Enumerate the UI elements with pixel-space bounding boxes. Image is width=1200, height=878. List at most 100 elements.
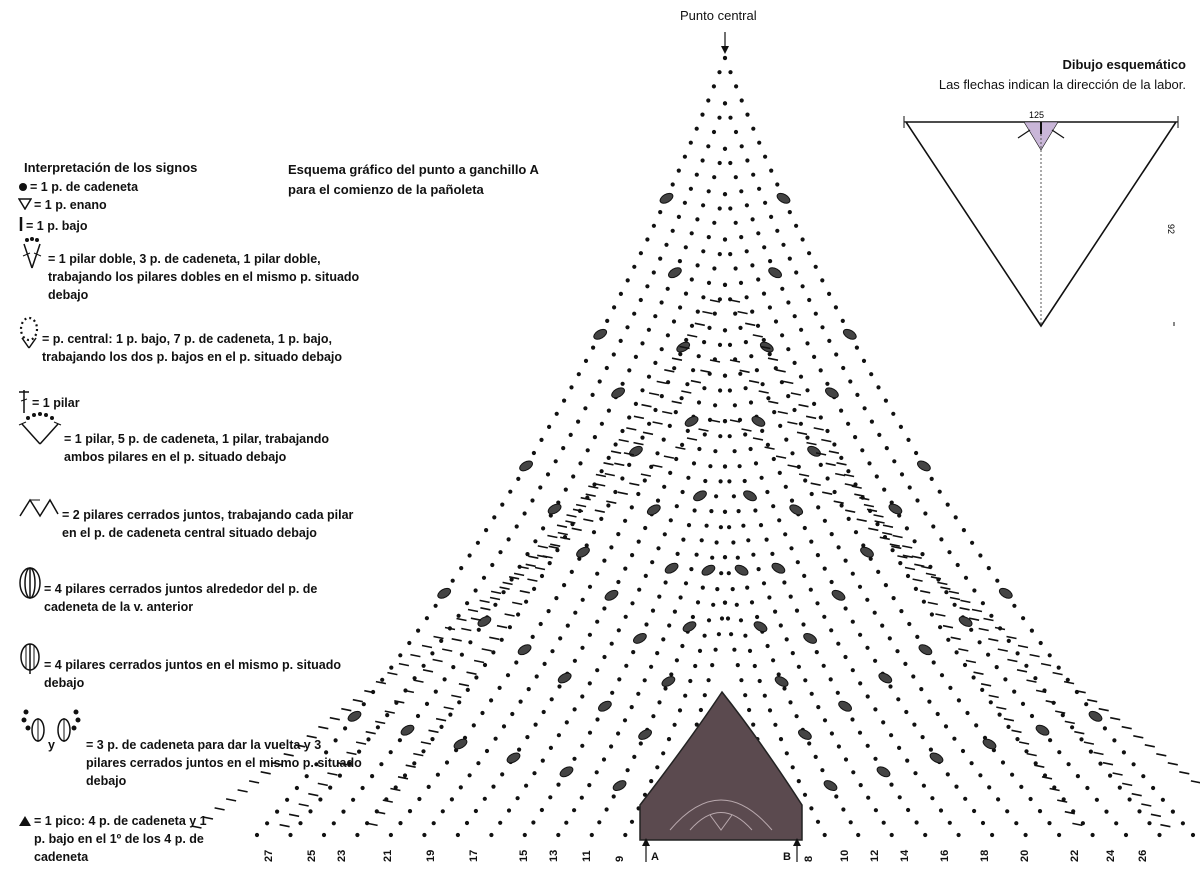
- chain-dot: [542, 661, 547, 667]
- chain-dot: [761, 291, 767, 296]
- stitch-mark: [821, 438, 832, 443]
- stitch-mark: [537, 554, 548, 559]
- chain-dot: [873, 808, 879, 813]
- stitch-mark: [470, 617, 482, 621]
- chain-dot: [629, 819, 635, 824]
- stitch-mark: [557, 531, 568, 536]
- chain-dot: [786, 347, 791, 352]
- stitch-mark: [768, 400, 779, 405]
- chain-dot: [629, 505, 634, 510]
- stitch-mark: [352, 698, 363, 703]
- chain-dot: [743, 432, 748, 437]
- chain-dot: [667, 423, 672, 428]
- stitch-mark: [422, 669, 434, 673]
- chain-dot: [962, 662, 968, 668]
- chain-dot: [576, 419, 581, 424]
- stitch-mark: [298, 803, 309, 807]
- chain-dot: [636, 691, 641, 696]
- stitch-mark: [882, 531, 893, 536]
- chain-dot: [555, 548, 560, 553]
- chain-dot: [456, 613, 461, 618]
- stitch-mark: [1045, 700, 1056, 704]
- chain-dot: [799, 327, 804, 332]
- row-number-label: 20: [1019, 850, 1031, 862]
- stitch-mark: [914, 563, 925, 568]
- chain-dot: [265, 821, 270, 826]
- stitch-mark: [889, 543, 900, 547]
- chain-dot: [876, 385, 881, 390]
- stitch-mark: [927, 601, 938, 606]
- start-b-label: B: [783, 851, 791, 863]
- stitch-mark: [508, 576, 520, 580]
- chain-dot: [688, 678, 693, 684]
- cluster-mark: [437, 587, 452, 599]
- chain-dot: [663, 686, 668, 691]
- chain-dot: [755, 614, 760, 620]
- chain-dot: [1108, 773, 1113, 778]
- chain-dot: [761, 581, 767, 586]
- chain-dot: [938, 808, 944, 813]
- chain-dot: [524, 599, 529, 604]
- stitch-mark: [480, 607, 491, 611]
- stitch-mark: [868, 527, 879, 532]
- chain-dot: [751, 126, 756, 131]
- stitch-mark: [745, 322, 756, 327]
- chain-dot: [881, 820, 886, 825]
- chain-dot: [802, 525, 807, 531]
- chain-dot: [465, 687, 470, 693]
- chain-dot: [776, 672, 781, 677]
- stitch-mark: [550, 543, 561, 547]
- chain-dot: [690, 614, 696, 620]
- chain-dot: [821, 663, 826, 668]
- stitch-mark: [1141, 803, 1152, 807]
- chain-dot: [947, 820, 952, 825]
- chain-dot: [738, 618, 744, 623]
- chain-dot: [756, 277, 761, 282]
- chain-dot: [506, 537, 511, 542]
- chain-dot: [1057, 832, 1062, 838]
- chain-dot: [727, 479, 732, 484]
- chain-dot: [939, 673, 945, 678]
- chain-dot: [812, 354, 817, 359]
- chain-dot: [952, 602, 957, 607]
- stitch-mark: [1110, 716, 1121, 721]
- chain-dot: [547, 424, 552, 429]
- chain-dot: [920, 552, 925, 557]
- stitch-mark: [451, 638, 462, 642]
- stitch-mark: [571, 527, 582, 532]
- chain-dot: [638, 251, 644, 256]
- chain-dot: [947, 550, 952, 555]
- chain-dot: [361, 702, 366, 707]
- stitch-mark: [1006, 635, 1017, 640]
- chain-dot: [471, 723, 476, 728]
- start-a-marker: A: [642, 838, 659, 863]
- stitch-mark: [451, 694, 462, 699]
- chain-dot: [501, 724, 507, 729]
- chain-dot: [904, 526, 910, 531]
- chain-dot: [651, 714, 656, 719]
- cluster-mark: [982, 738, 997, 750]
- chain-dot: [1137, 809, 1142, 814]
- stitch-mark: [752, 334, 763, 338]
- chain-dot: [680, 442, 685, 447]
- chain-dot: [647, 421, 652, 426]
- chain-dot: [809, 691, 814, 696]
- chain-dot: [674, 456, 679, 462]
- chain-dot: [1000, 760, 1006, 765]
- chain-dot: [873, 707, 878, 712]
- stitch-mark: [260, 771, 271, 775]
- chain-dot: [800, 284, 805, 289]
- stitch-mark: [496, 624, 508, 629]
- chain-dot: [1024, 663, 1029, 668]
- chain-dot: [439, 638, 444, 644]
- chain-dot: [630, 601, 635, 606]
- chain-dot: [1019, 784, 1024, 790]
- chain-dot: [500, 772, 505, 777]
- cluster-mark: [668, 267, 682, 279]
- chain-dot: [866, 795, 871, 800]
- chain-dot: [583, 406, 588, 411]
- cluster-mark: [519, 460, 533, 472]
- chain-dot: [324, 750, 329, 755]
- chain-dot: [911, 674, 916, 679]
- chain-dot: [905, 573, 911, 579]
